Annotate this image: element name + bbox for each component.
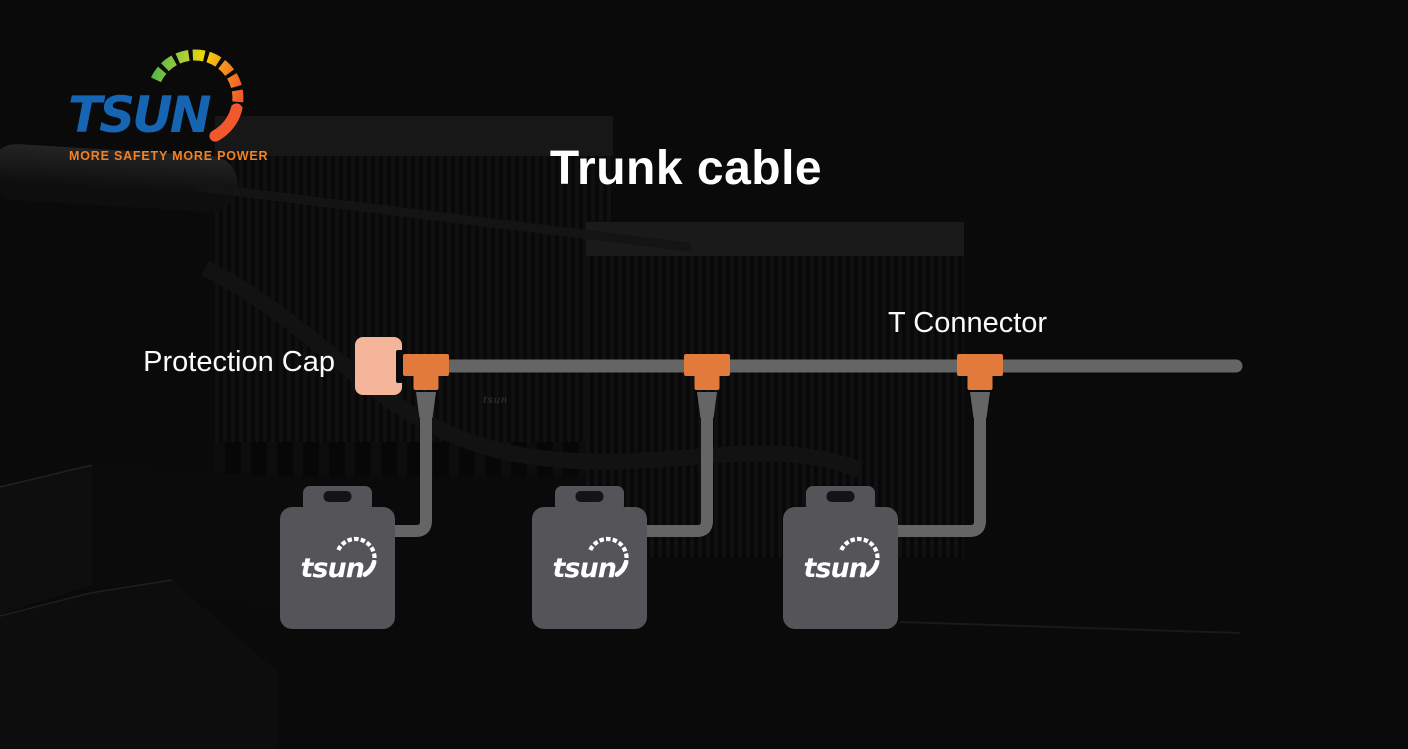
t-connector-3: [957, 354, 1003, 390]
protection-cap: [355, 337, 402, 395]
tsun-logo-mark: TSUN: [68, 49, 244, 144]
background-step-shape: [0, 465, 92, 614]
t-connector-body: [957, 354, 1003, 376]
page-title: Trunk cable: [549, 142, 823, 195]
microinverter-unit-3: tsun: [783, 486, 898, 629]
inverter-tab-slot: [826, 491, 855, 502]
inverter-logo-text: tsun: [301, 553, 364, 584]
inverter-body: [532, 507, 647, 629]
t-connector-label: T Connector: [888, 307, 1048, 339]
cable-plug-3: [970, 392, 990, 418]
gauge-arc-icon: [336, 536, 377, 564]
protection-cap-notch: [396, 350, 403, 383]
t-connector-body: [403, 354, 449, 376]
background-step-shape: [92, 465, 330, 612]
inverter-body: [783, 507, 898, 629]
inverter-tsun-logo: tsun: [301, 536, 377, 584]
background-table-edge: [899, 621, 1241, 634]
microinverter-unit-2: tsun: [532, 486, 647, 629]
gauge-arc-icon: [151, 49, 244, 111]
drop-cable-2: [642, 414, 713, 537]
background-edge-highlight: [0, 464, 93, 488]
t-connector-2: [684, 354, 730, 390]
inverter-body: [280, 507, 395, 629]
t-connector-stub: [967, 374, 993, 390]
inverter-tsun-logo: tsun: [553, 536, 629, 584]
inverter-tab-slot: [575, 491, 604, 502]
brand-wordmark: TSUN: [68, 86, 211, 142]
gauge-arc-tail-icon: [614, 560, 629, 577]
gauge-arc-tail-icon: [362, 560, 377, 577]
t-connector-stub: [694, 374, 720, 390]
t-connector-stub: [413, 374, 439, 390]
background-microinverter-photo-right: [586, 222, 964, 558]
tsun-logo: TSUN MORE SAFETY MORE POWER: [64, 44, 269, 163]
brand-tagline: MORE SAFETY MORE POWER: [69, 149, 269, 163]
t-connector-1: [403, 354, 449, 390]
protection-cap-label: Protection Cap: [143, 346, 335, 378]
t-connector-body: [684, 354, 730, 376]
microinverter-unit-1: tsun: [280, 486, 395, 629]
inverter-logo-text: tsun: [553, 553, 616, 584]
gauge-arc-tail-icon: [865, 560, 880, 577]
cable-plug-1: [416, 392, 436, 418]
gauge-arc-icon: [588, 536, 629, 564]
inverter-tsun-logo: tsun: [804, 536, 880, 584]
background-edge-highlight: [0, 579, 173, 617]
inverter-logo-text: tsun: [804, 553, 867, 584]
background-cable-loop: [201, 260, 863, 478]
gauge-arc-icon: [839, 536, 880, 564]
background-step-shape: [0, 580, 278, 749]
drop-cable-3: [893, 414, 986, 537]
cable-plug-2: [697, 392, 717, 418]
gauge-arc-tail-icon: [209, 103, 243, 142]
background-faint-unit-label: tsun: [483, 395, 509, 406]
drop-cable-1: [390, 414, 432, 537]
inverter-tab-slot: [323, 491, 352, 502]
